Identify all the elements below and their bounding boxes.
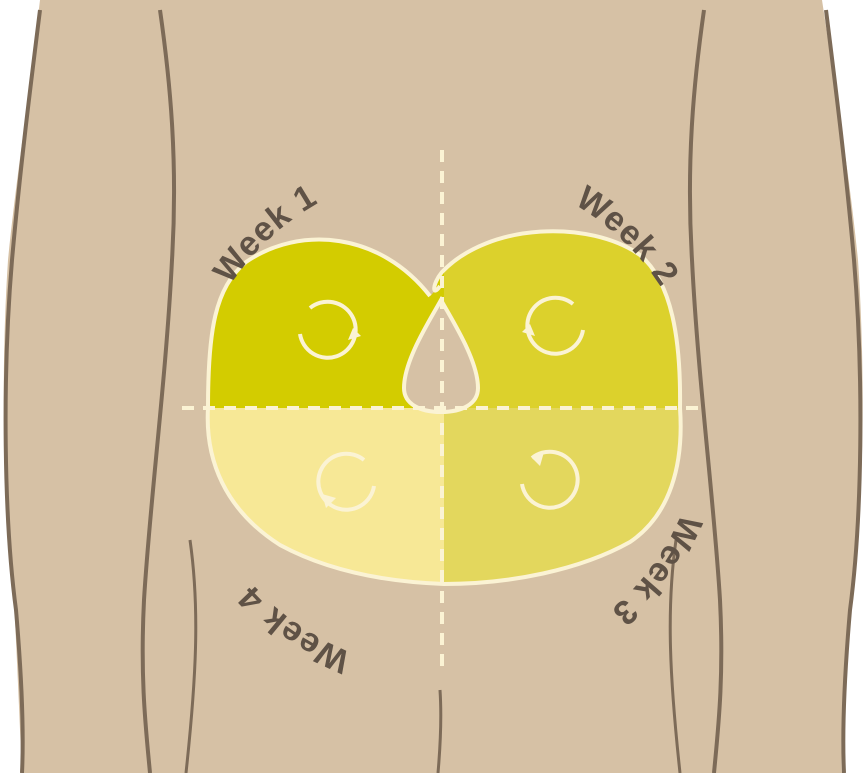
injection-site-rotation-diagram: Week 1 Week 2 Week 4 Week 3 xyxy=(0,0,866,773)
